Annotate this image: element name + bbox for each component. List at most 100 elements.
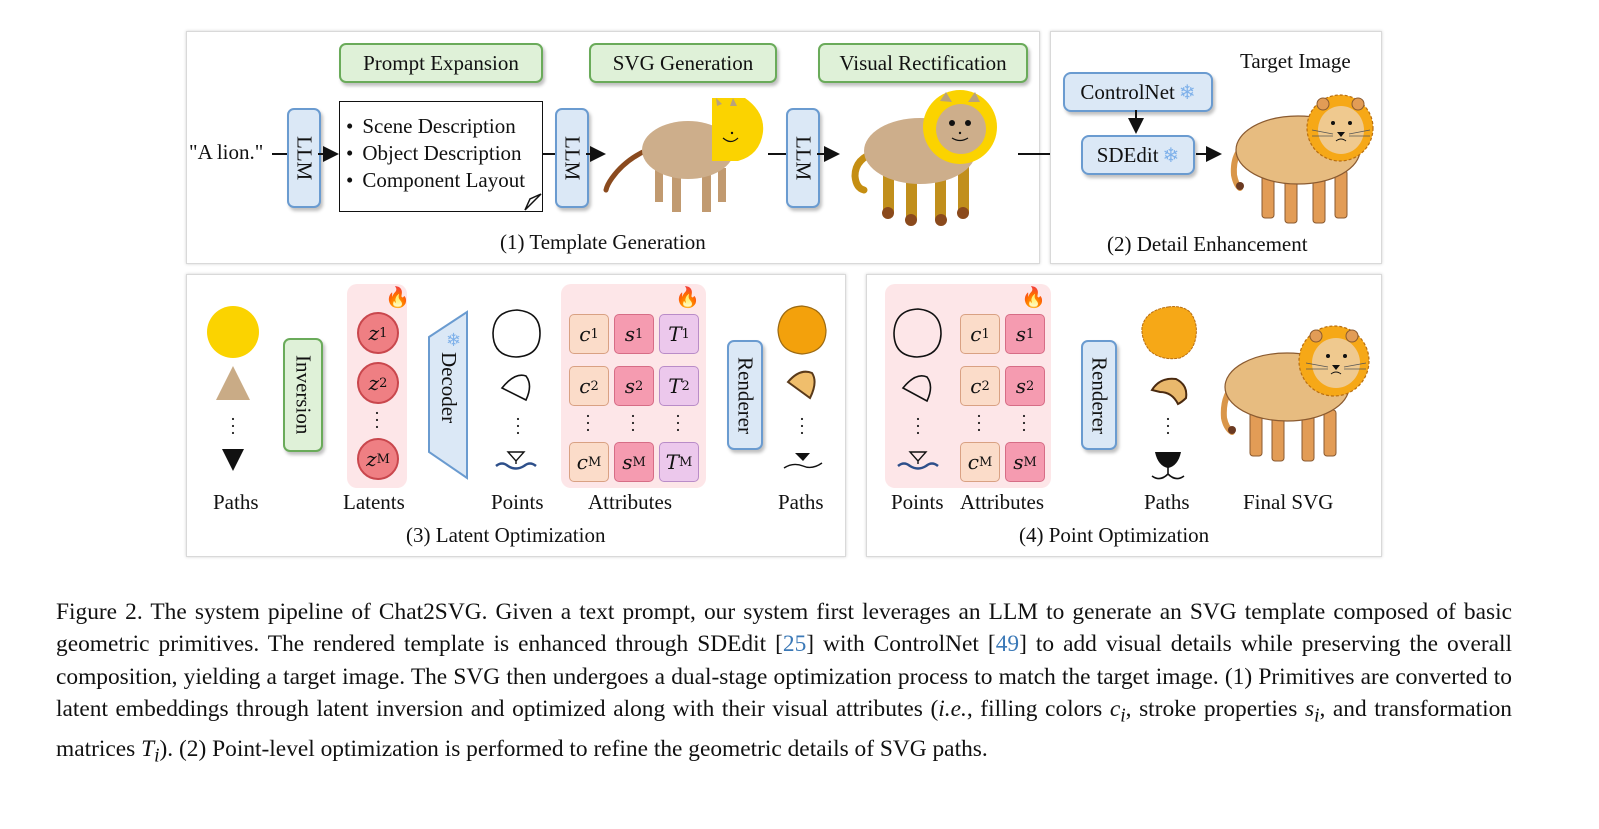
llm-label: LLM [292,135,317,181]
snowflake-icon: ❄ [1162,144,1180,167]
figure-caption: Figure 2. The system pipeline of Chat2SV… [56,599,1512,767]
ellipsis: ··· [1165,409,1171,443]
detail-enhancement-caption: (2) Detail Enhancement [1107,232,1308,256]
snowflake-icon: ❄ [1178,81,1196,104]
mouth-path-icon [1151,466,1185,480]
label-latents: Latents [343,490,405,514]
renderer-label: Renderer [1087,356,1112,434]
yellow-circle-path-icon [207,306,259,358]
black-triangle-path-icon [222,449,244,471]
mouth-outline-points-icon [897,462,939,470]
ellipsis: ··· [1021,406,1027,440]
latent-optimization-caption: (3) Latent Optimization [406,523,606,547]
target-image-label: Target Image [1240,49,1351,73]
expansion-item: Scene Description [346,113,542,140]
template-lion-icon [603,98,764,212]
controlnet-label: ControlNet [1080,79,1175,104]
llm-block-1: LLM [287,108,321,208]
nose-outline-points-icon [506,451,526,464]
ellipsis: ··· [976,406,982,440]
ellipsis: ··· [515,409,521,443]
inversion-block: Inversion [283,338,323,452]
template-generation-caption: (1) Template Generation [500,230,706,254]
ellipsis: ··· [630,406,636,440]
label-attributes: Attributes [960,490,1044,514]
mouth-path-icon [783,462,823,469]
label-points: Points [491,490,544,514]
svg-generation-tag: SVG Generation [589,43,777,83]
expansion-item: Object Description [346,140,542,167]
mouth-outline-points-icon [495,462,537,470]
circle-outline-points-icon [492,309,541,358]
ear-path-icon [1150,377,1188,406]
visual-rectification-tag: Visual Rectification [818,43,1028,83]
renderer-block: Renderer [1081,340,1117,450]
label-points: Points [891,490,944,514]
snowflake-icon: ❄ [446,330,462,350]
triangle-path-icon [216,366,250,400]
prompt-expansion-tag: Prompt Expansion [339,43,543,83]
shape-outline-points-icon [500,374,531,402]
sdedit-label: SDEdit [1096,142,1159,167]
final-lion-icon [1220,325,1370,462]
ellipsis: ··· [230,409,236,443]
citation-link[interactable]: 25 [782,631,807,658]
folded-corner-icon [524,193,542,211]
expansion-item: Component Layout [346,167,542,194]
fire-icon: 🔥 [385,287,410,309]
shape-outline-points-icon [901,375,932,403]
label-attributes: Attributes [588,490,672,514]
label-paths: Paths [1144,490,1190,514]
ellipsis: ··· [915,409,921,443]
ellipsis: ··· [675,406,681,440]
label-final-svg: Final SVG [1243,490,1334,514]
controlnet-block: ControlNet ❄ [1063,72,1213,112]
point-optimization-caption: (4) Point Optimization [1019,523,1210,547]
ellipsis: ··· [585,406,591,440]
rectified-lion-icon [851,90,997,226]
nose-outline-points-icon [908,451,928,464]
llm-block-3: LLM [786,108,820,208]
llm-block-2: LLM [555,108,589,208]
circle-outline-points-icon [893,308,942,358]
ellipsis: ··· [799,409,805,443]
prompt-expansion-document: Scene Description Object Description Com… [339,101,543,212]
renderer-label: Renderer [733,356,758,434]
orange-mane-path-icon [1141,306,1197,360]
decoder-label: Decoder [437,352,461,424]
sdedit-block: SDEdit ❄ [1081,135,1195,175]
label-paths-input: Paths [213,490,259,514]
renderer-block: Renderer [727,340,763,450]
llm-label: LLM [791,135,816,181]
label-paths-output: Paths [778,490,824,514]
citation-link[interactable]: 49 [995,631,1020,658]
orange-mane-path-icon [777,305,827,355]
fire-icon: 🔥 [1021,287,1046,309]
text-prompt: "A lion." [189,140,264,164]
llm-label: LLM [560,135,585,181]
ellipsis: ··· [374,403,380,437]
